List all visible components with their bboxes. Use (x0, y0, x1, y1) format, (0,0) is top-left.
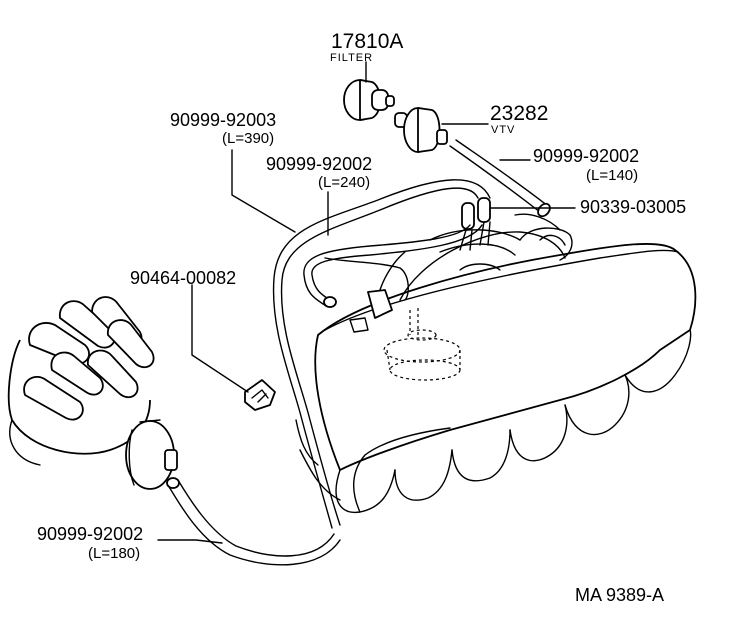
hose-l240-part-number: 90999-92002 (266, 154, 372, 174)
vtv-name: VTV (491, 124, 515, 136)
filter-name: FILTER (330, 52, 373, 64)
hose-l390-part-number: 90999-92003 (170, 110, 276, 130)
intake-manifold-drawing (295, 197, 697, 514)
label-hose-l240: 90999-92002 (L=240) (266, 154, 372, 191)
label-hose-l140: 90999-92002 (L=140) (533, 146, 639, 184)
filter-drawing (343, 79, 395, 121)
label-clamp: 90339-03005 (580, 197, 686, 217)
hose-l180-part-number: 90999-92002 (37, 524, 143, 544)
label-hose-l180: 90999-92002 (L=180) (37, 524, 143, 562)
clip-drawing (244, 379, 276, 411)
clamp-part-number: 90339-03005 (580, 197, 686, 217)
hose-l180-length: (L=180) (88, 545, 140, 562)
label-clip: 90464-00082 (130, 268, 236, 288)
filter-part-number: 17810A (331, 30, 403, 53)
hose-l390 (272, 179, 491, 529)
label-filter: 17810A FILTER (330, 30, 403, 64)
label-vtv: 23282 VTV (490, 102, 548, 136)
figure-code: MA 9389-A (575, 585, 664, 605)
label-hose-l390: 90999-92003 (L=390) (170, 110, 276, 147)
hose-l390-length: (L=390) (222, 130, 274, 147)
hose-l240-length: (L=240) (318, 174, 370, 191)
clip-part-number: 90464-00082 (130, 268, 236, 288)
hose-l140-length: (L=140) (586, 167, 638, 184)
hose-l240 (303, 224, 483, 308)
distributor-drawing (7, 296, 178, 490)
vtv-drawing (394, 107, 448, 153)
hose-l140-part-number: 90999-92002 (533, 146, 639, 166)
vtv-part-number: 23282 (490, 102, 548, 125)
hose-l180 (166, 477, 341, 566)
hose-l140 (449, 139, 551, 218)
leader-lines (157, 61, 576, 544)
